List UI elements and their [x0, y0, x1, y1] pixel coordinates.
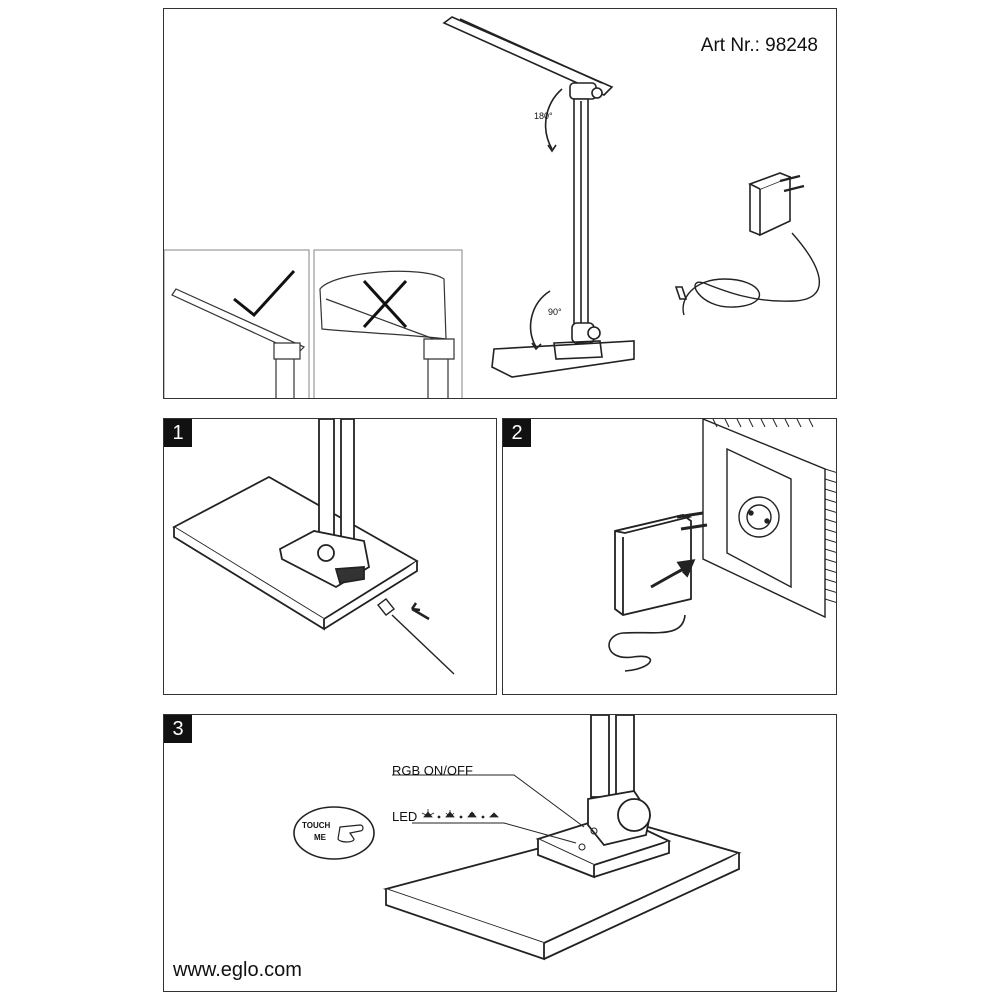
step-1-illustration [172, 419, 455, 675]
touch-me-badge [293, 806, 375, 860]
rgb-on-off-label: RGB ON/OFF [392, 763, 473, 778]
led-label: LED [392, 809, 418, 824]
brightness-levels-icon [421, 809, 499, 819]
article-number: Art Nr.: 98248 [700, 35, 818, 56]
step-3-illustration [293, 715, 742, 961]
led-touch-button[interactable] [578, 843, 586, 851]
angle-180-label: 180° [534, 111, 553, 121]
overview-panel: Art Nr.: 98248 [163, 8, 837, 399]
rgb-touch-button[interactable] [590, 827, 598, 835]
step-3-panel: 3 [163, 714, 837, 992]
pointing-hand-icon [337, 824, 364, 843]
usage-inset [164, 249, 463, 398]
overview-illustration: 180° 90° [164, 16, 821, 398]
step-2-panel: 2 [502, 418, 837, 695]
touch-me-line1: TOUCH [302, 821, 331, 830]
check-icon [233, 269, 296, 318]
cross-icon [362, 279, 408, 329]
step-2-illustration [608, 419, 836, 672]
website-link[interactable]: www.eglo.com [173, 959, 302, 981]
step-3-number: 3 [164, 715, 192, 743]
step-1-number: 1 [164, 419, 192, 447]
step-1-panel: 1 [163, 418, 497, 695]
touch-me-line2: ME [314, 833, 326, 842]
step-2-number: 2 [503, 419, 531, 447]
angle-90-label: 90° [548, 307, 562, 317]
